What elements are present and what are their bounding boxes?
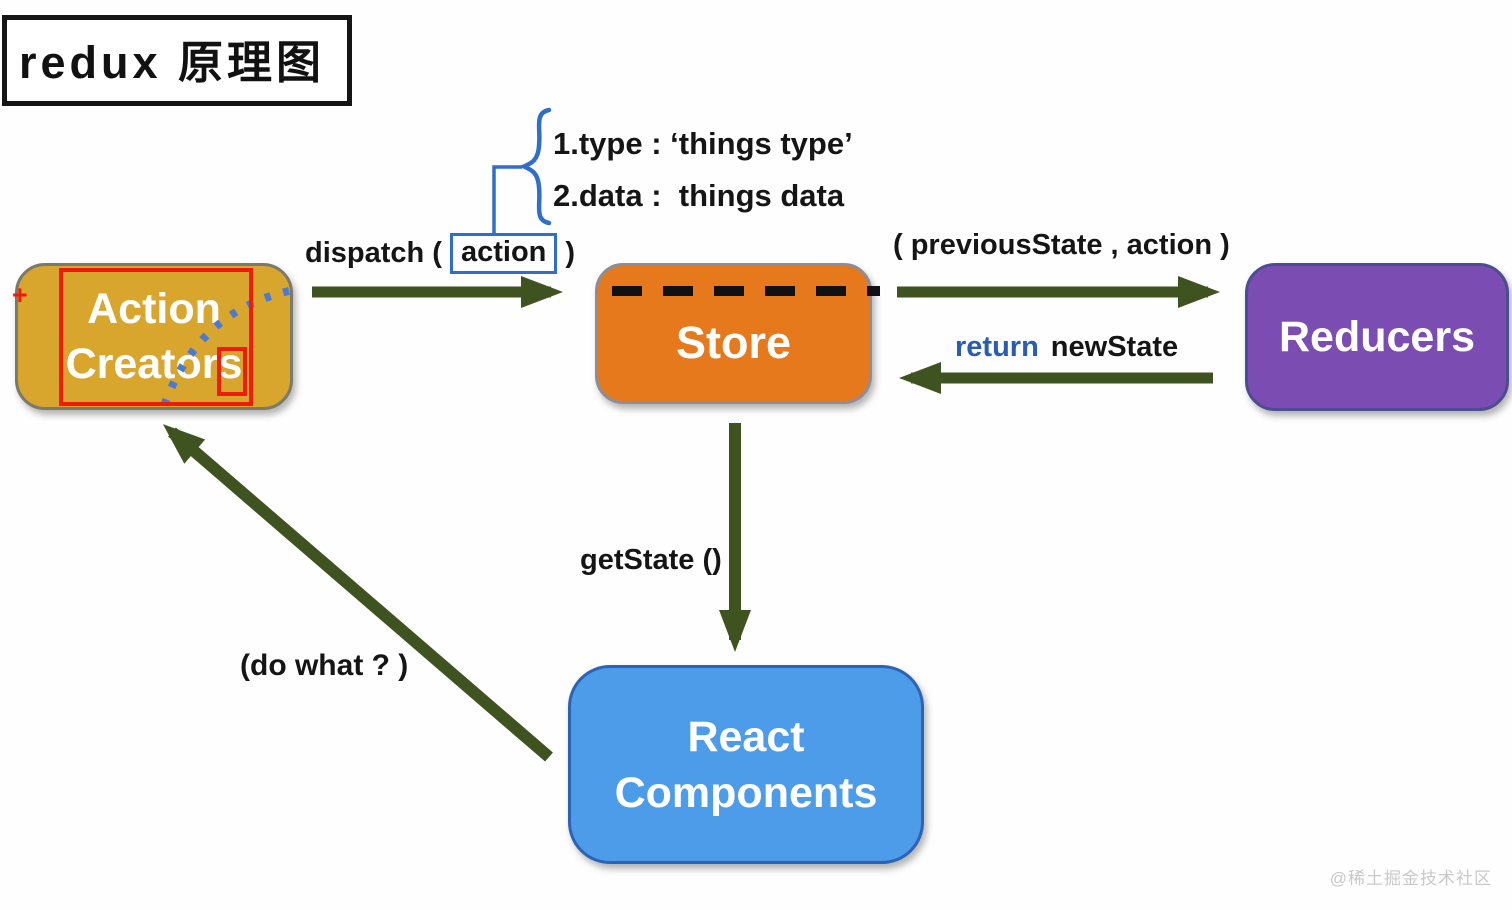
red-annotation-rect-large	[59, 268, 253, 406]
get-state-label: getState ()	[580, 544, 722, 576]
return-newstate-label: return newState	[955, 331, 1178, 364]
payload-data-line: 2.data : things data	[553, 178, 845, 213]
dispatch-prefix-text: dispatch (	[305, 237, 442, 269]
red-annotation-rect-small	[217, 347, 247, 396]
watermark: @稀土掘金技术社区	[1329, 869, 1492, 888]
return-keyword-text: return	[955, 331, 1039, 363]
brace-to-action-connector	[492, 165, 522, 233]
reducers-label: Reducers	[1279, 312, 1475, 361]
payload-brace-icon	[518, 107, 552, 226]
react-components-node: React Components	[568, 665, 924, 864]
return-value-text: newState	[1050, 331, 1179, 363]
diagram-title: redux 原理图	[2, 15, 353, 106]
payload-type-line: 1.type : ‘things type’	[553, 126, 853, 161]
dispatch-suffix-text: )	[565, 237, 576, 269]
react-components-label-line1: React	[687, 712, 805, 761]
reducer-args-label: ( previousState , action )	[893, 229, 1230, 261]
react-components-label-line2: Components	[614, 768, 878, 817]
dispatch-label: dispatch ( action )	[305, 233, 575, 274]
action-payload-description: 1.type : ‘things type’ 2.data : things d…	[553, 118, 853, 222]
do-what-label: (do what ? )	[240, 649, 409, 682]
action-highlight-box: action	[449, 233, 558, 274]
components-to-action-creators-arrow	[162, 424, 553, 762]
diagram-title-text: redux 原理图	[19, 37, 326, 88]
red-plus-mark: +	[12, 280, 28, 310]
reducers-node: Reducers	[1245, 263, 1509, 411]
store-node: Store	[595, 263, 872, 404]
store-label: Store	[675, 316, 792, 368]
